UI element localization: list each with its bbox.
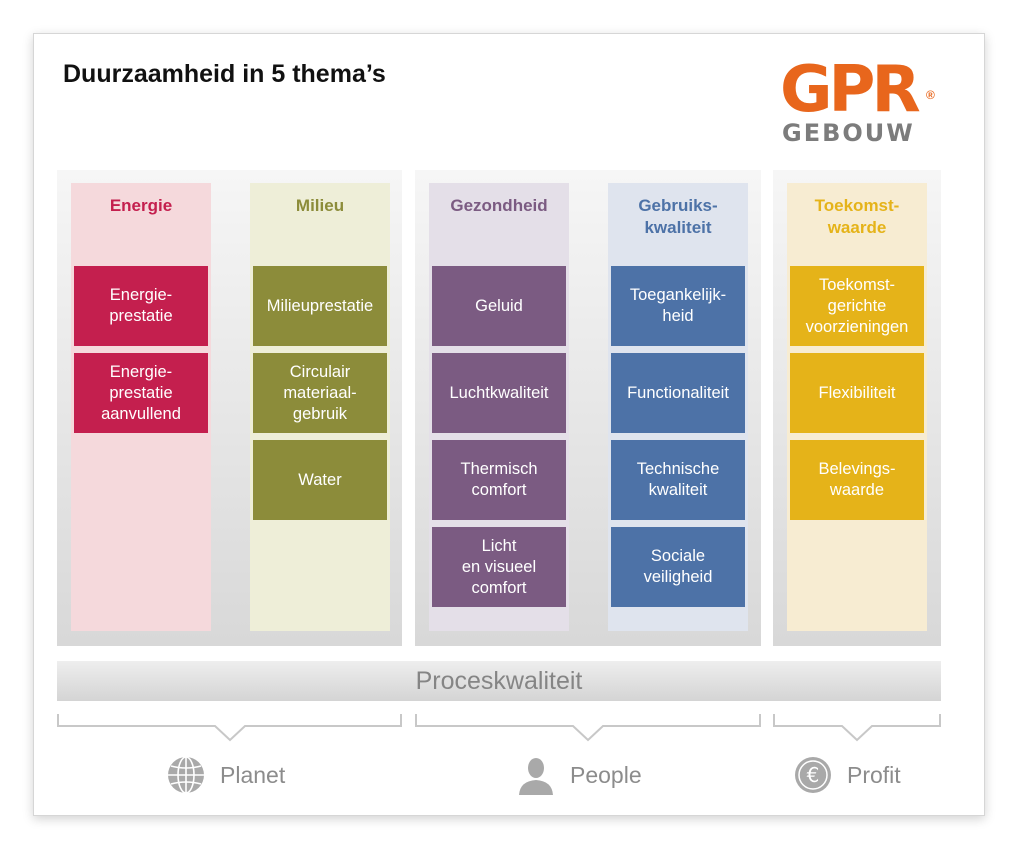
- theme-item: Luchtkwaliteit: [432, 353, 566, 433]
- theme-item: Energie-prestatie: [74, 266, 208, 346]
- euro-icon: €: [795, 757, 831, 793]
- logo-gebouw-text: GEBOUW: [782, 119, 915, 147]
- theme-title: Gezondheid: [450, 196, 548, 215]
- theme-item: Belevings-waarde: [790, 440, 924, 520]
- proceskwaliteit-label: Proceskwaliteit: [415, 666, 583, 695]
- theme-title: Gebruiks-kwaliteit: [638, 196, 718, 237]
- theme-title: Energie: [109, 196, 173, 215]
- planet-bracket: [57, 714, 402, 742]
- globe-icon: [168, 756, 204, 794]
- people-bracket: [415, 714, 761, 742]
- people-label: People: [570, 761, 642, 788]
- theme-item: Water: [253, 440, 387, 520]
- svg-text:€: €: [807, 763, 820, 787]
- planet-label: Planet: [220, 761, 286, 788]
- theme-item: Toegankelijk-heid: [611, 266, 745, 346]
- theme-item-label: Energie-prestatie: [109, 286, 173, 325]
- theme-title: Toekomst-waarde: [814, 196, 900, 237]
- person-icon: [519, 758, 553, 795]
- theme-item-label: Functionaliteit: [627, 383, 729, 402]
- theme-item-label: Milieuprestatie: [266, 296, 374, 315]
- theme-item-label: Geluid: [475, 296, 523, 315]
- pillar-profit: € Profit: [793, 755, 901, 795]
- profit-bracket: [773, 714, 941, 742]
- profit-label: Profit: [847, 761, 901, 788]
- logo-registered-mark: ®: [926, 88, 935, 102]
- theme-title: Milieu: [295, 196, 345, 215]
- theme-item: Geluid: [432, 266, 566, 346]
- diagram-title: Duurzaamheid in 5 thema’s: [63, 60, 386, 88]
- theme-item-label: Water: [298, 470, 342, 489]
- theme-item-label: Flexibiliteit: [818, 383, 896, 402]
- proceskwaliteit-bar: Proceskwaliteit: [57, 661, 941, 701]
- theme-item-label: Belevings-waarde: [818, 460, 896, 499]
- theme-item: Functionaliteit: [611, 353, 745, 433]
- gpr-gebouw-logo: GPR ® GEBOUW: [780, 58, 942, 148]
- pillar-planet: Planet: [166, 755, 285, 795]
- logo-gpr-text: GPR: [780, 53, 921, 127]
- theme-item-label: Toegankelijk-heid: [629, 286, 727, 325]
- pillar-people: People: [516, 755, 642, 795]
- theme-item: Flexibiliteit: [790, 353, 924, 433]
- theme-item: Milieuprestatie: [253, 266, 387, 346]
- theme-item-label: Luchtkwaliteit: [449, 383, 549, 402]
